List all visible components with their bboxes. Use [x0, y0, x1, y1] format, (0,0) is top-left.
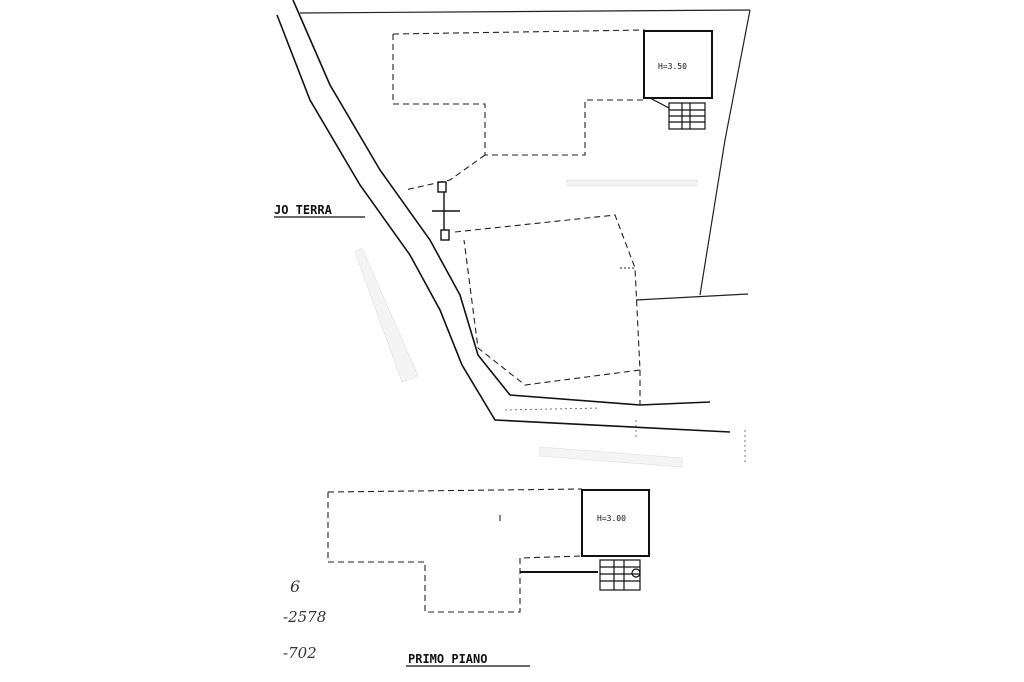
ground-floor-upper-building: [392, 29, 646, 191]
first-floor-title: PRIMO PIANO: [406, 652, 530, 667]
site-boundary: [299, 9, 751, 301]
faint-strip-1: [566, 179, 698, 187]
ground-floor-title: JO TERRA: [274, 203, 365, 218]
road-left-edge: [276, 14, 731, 433]
section-ground-floor-label: JO TERRA: [274, 203, 333, 217]
room-height-ground-label: H=3.50: [658, 62, 687, 71]
faint-strip-3: [539, 446, 683, 468]
note-line-3: -702: [283, 644, 317, 662]
dimension-marks: [504, 407, 746, 465]
stair-first: [599, 559, 641, 591]
first-room-h300: H=3.00: [581, 489, 650, 591]
first-floor-building: [327, 488, 583, 613]
faint-strip-2: [354, 247, 419, 383]
road-right-edge: [292, 0, 711, 406]
section-first-floor-label: PRIMO PIANO: [408, 652, 487, 666]
gate-connector: [432, 181, 460, 241]
note-line-2: -2578: [283, 608, 326, 626]
note-line-1: 6: [290, 577, 300, 596]
ground-floor-lower-building: [454, 214, 641, 405]
road: [276, 0, 731, 433]
ground-room-h350: H=3.50: [643, 30, 713, 130]
room-height-first-label: H=3.00: [597, 514, 626, 523]
stair-ground: [649, 97, 706, 130]
handwritten-notes: 6 -2578 -702: [283, 577, 326, 662]
